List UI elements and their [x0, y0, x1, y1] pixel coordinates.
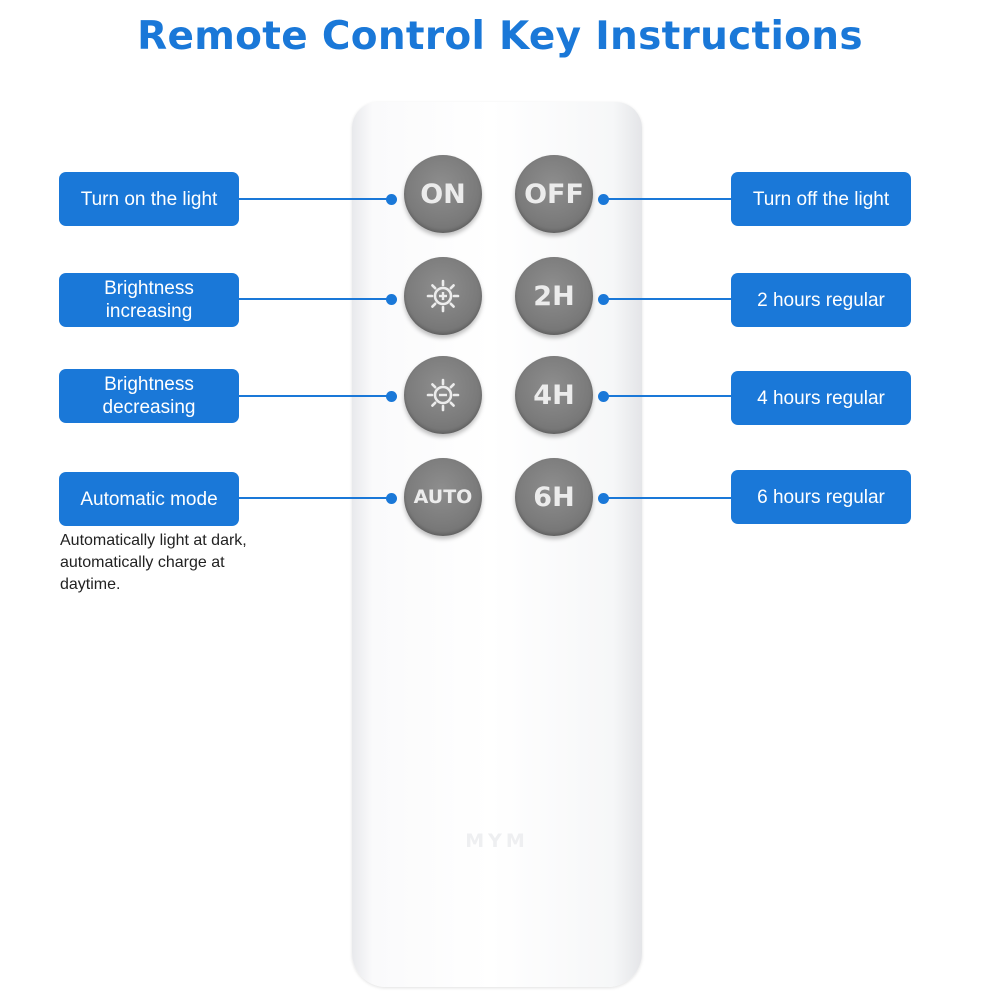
sun-minus-icon — [426, 378, 460, 412]
connector-dot — [598, 493, 609, 504]
connector-dot — [386, 194, 397, 205]
off-key[interactable]: OFF — [515, 155, 593, 233]
auto-note-line-3: daytime. — [60, 576, 121, 593]
brightness-up-key[interactable] — [404, 257, 482, 335]
connector-line — [239, 497, 393, 499]
brightness-down-key[interactable] — [404, 356, 482, 434]
remote-logo: MYM — [465, 830, 529, 852]
six-hours-label: 6 hours regular — [731, 470, 911, 524]
brightness-decreasing-line-2: decreasing — [102, 397, 196, 418]
auto-note-line-2: automatically charge at — [60, 554, 225, 571]
four-hours-key[interactable]: 4H — [515, 356, 593, 434]
six-hours-key[interactable]: 6H — [515, 458, 593, 536]
connector-line — [239, 298, 393, 300]
connector-line — [604, 298, 731, 300]
auto-key[interactable]: AUTO — [404, 458, 482, 536]
connector-dot — [598, 194, 609, 205]
connector-dot — [598, 391, 609, 402]
brightness-decreasing-label: Brightness decreasing — [59, 369, 239, 423]
two-hours-key[interactable]: 2H — [515, 257, 593, 335]
automatic-mode-label: Automatic mode — [59, 472, 239, 526]
connector-dot — [386, 493, 397, 504]
brightness-decreasing-line-1: Brightness — [104, 374, 194, 395]
sun-plus-icon — [426, 279, 460, 313]
connector-line — [239, 395, 393, 397]
connector-line — [604, 395, 731, 397]
connector-line — [239, 198, 393, 200]
turn-off-label: Turn off the light — [731, 172, 911, 226]
auto-mode-note: Automatically light at dark, automatical… — [60, 530, 320, 596]
on-key[interactable]: ON — [404, 155, 482, 233]
brightness-increasing-line-1: Brightness — [104, 278, 194, 299]
brightness-increasing-line-2: increasing — [105, 301, 193, 322]
connector-line — [604, 198, 731, 200]
four-hours-label: 4 hours regular — [731, 371, 911, 425]
connector-dot — [598, 294, 609, 305]
remote-control: MYM — [352, 102, 642, 987]
turn-on-label: Turn on the light — [59, 172, 239, 226]
brightness-increasing-label: Brightness increasing — [59, 273, 239, 327]
connector-dot — [386, 391, 397, 402]
connector-dot — [386, 294, 397, 305]
auto-note-line-1: Automatically light at dark, — [60, 532, 247, 549]
page-title: Remote Control Key Instructions — [137, 14, 863, 59]
connector-line — [604, 497, 731, 499]
two-hours-label: 2 hours regular — [731, 273, 911, 327]
